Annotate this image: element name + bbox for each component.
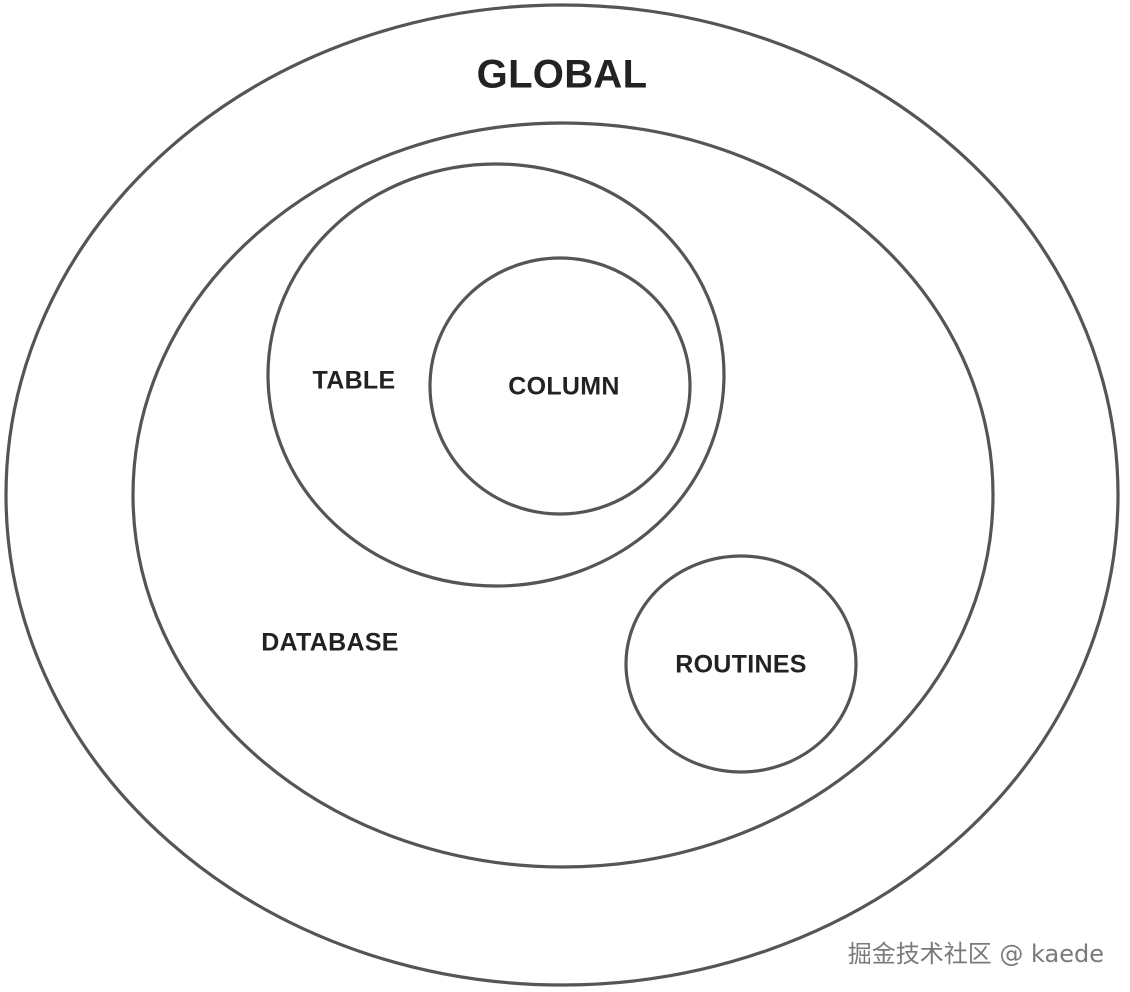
- column-scope-circle: [428, 256, 692, 516]
- database-scope-ellipse: [131, 121, 995, 869]
- column-label: COLUMN: [508, 372, 620, 401]
- table-scope-circle: [266, 162, 726, 588]
- watermark-text: 掘金技术社区 @ kaede: [847, 940, 1104, 968]
- global-scope-ellipse: [4, 3, 1120, 987]
- routines-label: ROUTINES: [675, 650, 807, 679]
- routines-scope-circle: [624, 554, 858, 774]
- table-label: TABLE: [312, 366, 396, 395]
- database-label: DATABASE: [261, 628, 399, 657]
- global-label: GLOBAL: [476, 52, 648, 97]
